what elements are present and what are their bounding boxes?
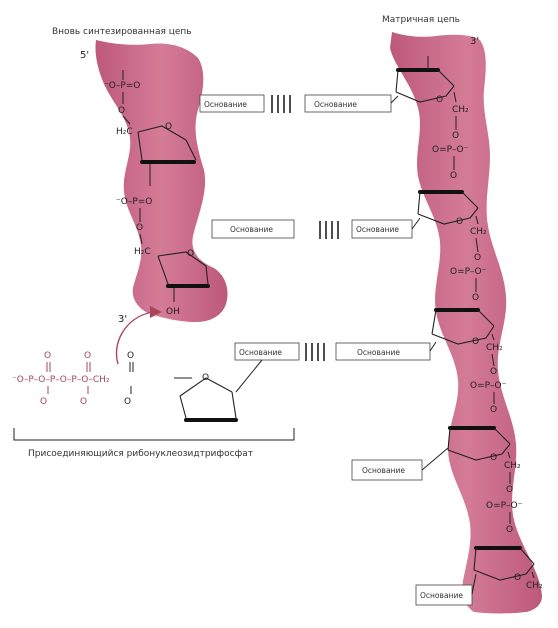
hydrogen-bonds-2 [319,221,339,239]
svg-text:O: O [490,367,497,377]
phosphate-r3: O=P–O⁻ [470,381,507,391]
sugar-ring-left-2: O [157,249,210,288]
ch2-label-r3: CH₂ [486,343,503,353]
sugar-ring-incoming: O [174,359,263,422]
sugar-ring-right-2: O [417,190,479,227]
hydrogen-bonds-3 [305,343,325,361]
sugar-ring-right-1: O [395,68,455,105]
svg-text:O: O [84,351,91,361]
base-box-left-1 [199,94,265,113]
svg-text:O: O [506,525,513,535]
svg-text:Основание: Основание [314,100,357,109]
svg-text:O: O [124,397,131,407]
phosphate-r2: O=P–O⁻ [450,267,487,277]
svg-text:O: O [187,249,194,259]
svg-text:O: O [450,171,457,181]
ch2-label-r5: CH₂ [526,581,543,591]
attack-arrow [115,311,153,365]
oh-3prime: OH [166,307,180,317]
svg-text:O: O [202,373,209,383]
hydrogen-bonds-1 [271,95,291,113]
svg-text:O: O [514,573,521,583]
sugar-ring-left-1: O [137,122,197,164]
base-box-left-2 [211,219,295,239]
three-prime-new-label: 3' [118,314,127,325]
svg-text:O: O [127,351,134,361]
template-strand-band [390,32,542,614]
phosphate-top-left: ⁻O–P=O [104,81,140,91]
svg-text:O: O [452,131,459,141]
svg-text:Основание: Основание [230,225,273,234]
template-chain-title: Матричная цепь [382,15,460,25]
svg-text:O: O [136,223,143,233]
incoming-bracket [13,428,295,441]
base-box-right-1 [304,94,392,113]
svg-text:O: O [506,485,513,495]
ch2-label-r4: CH₂ [504,461,521,471]
svg-text:O: O [490,453,497,463]
phosphate-r4: O=P–O⁻ [486,501,523,511]
new-chain-title: Вновь синтезированная цепь [52,27,192,37]
svg-text:Основание: Основание [420,591,463,600]
svg-text:Основание: Основание [239,348,282,357]
svg-text:O: O [436,95,443,105]
sugar-ring-right-3: O [431,308,495,347]
sugar-ring-right-4: O [447,426,511,463]
svg-text:Основание: Основание [357,348,400,357]
svg-text:O: O [165,122,172,132]
oxygen-label: O [118,106,125,116]
base-box-left-3 [234,342,300,361]
base-box-right-5 [415,584,473,606]
svg-text:O: O [44,351,51,361]
svg-text:O: O [490,405,497,415]
ch2-label-r1: CH₂ [452,105,469,115]
sugar-ring-right-5: O [473,546,535,583]
phosphate-r1: O=P–O⁻ [432,145,469,155]
phosphate-mid-left: ⁻O–P=O [116,197,152,207]
svg-text:O: O [456,217,463,227]
svg-text:Основание: Основание [204,100,247,109]
incoming-triphosphate: O O O ⁻O–P–O–P–O–P–O–CH₂ O O O [12,351,134,407]
triphosphate-chain: ⁻O–P–O–P–O–P–O–CH₂ [12,375,110,385]
svg-text:Основание: Основание [362,466,405,475]
base-box-right-3 [335,342,431,361]
h2c-label-2: H₂C [134,247,151,257]
incoming-label: Присоединяющийся рибонуклеозидтрифосфат [28,449,253,459]
svg-text:Основание: Основание [356,225,399,234]
h2c-label-1: H₂C [116,127,133,137]
svg-text:O: O [474,253,481,263]
svg-text:O: O [80,397,87,407]
new-strand-band [95,40,228,322]
svg-text:O: O [472,293,479,303]
svg-text:O: O [40,397,47,407]
five-prime-label: 5' [80,50,89,61]
svg-text:O: O [472,337,479,347]
ch2-label-r2: CH₂ [470,227,487,237]
three-prime-template-label: 3' [470,36,479,47]
